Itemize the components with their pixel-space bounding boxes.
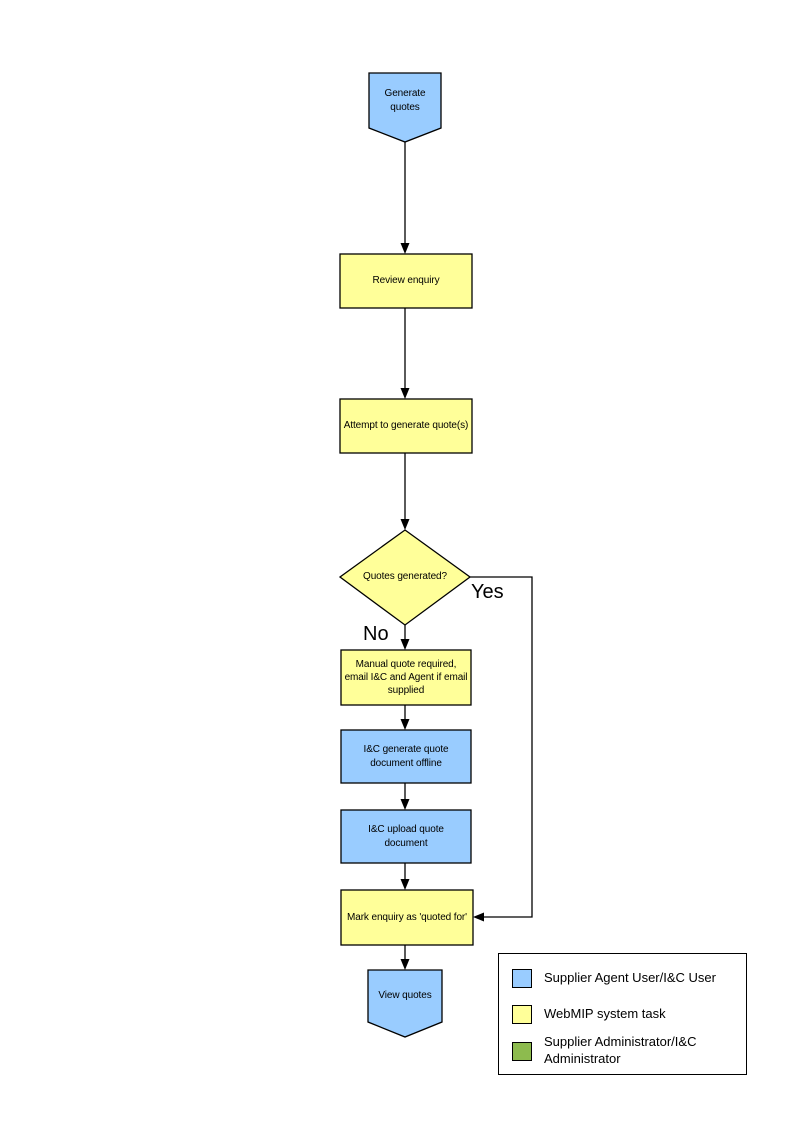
legend-swatch-agent-user-rect — [512, 968, 532, 988]
legend-box: Supplier Agent User/I&C User WebMIP syst… — [498, 953, 747, 1075]
node-mark-quoted-shape — [340, 889, 474, 946]
legend-label-agent-user: Supplier Agent User/I&C User — [544, 969, 716, 985]
node-end-label: View quotes — [378, 990, 432, 1002]
legend-swatch-system-task — [512, 1004, 532, 1024]
node-review-enquiry-label: Review enquiry — [372, 275, 440, 287]
legend-swatch-administrator — [512, 1041, 532, 1061]
legend-swatch-system-task-rect — [512, 1004, 532, 1024]
node-ic-generate-offline-label: I&C generate quote document offline — [363, 744, 449, 769]
legend-row-agent-user: Supplier Agent User/I&C User — [512, 962, 741, 994]
edge-decision-yes-to-mark — [468, 576, 533, 918]
arrowhead-into-manual — [400, 639, 410, 650]
arrowhead-into-icgenerate — [400, 719, 410, 730]
node-attempt-generate-label: Attempt to generate quote(s) — [343, 420, 469, 432]
arrowhead-into-decision — [400, 519, 410, 530]
arrowhead-into-icupload — [400, 799, 410, 810]
arrowhead-into-attempt — [400, 388, 410, 399]
node-quotes-generated-shape — [338, 529, 472, 626]
arrowhead-into-review — [400, 243, 410, 254]
node-ic-upload-label: I&C upload quote document — [368, 824, 444, 849]
node-ic-generate-offline-shape — [340, 729, 472, 784]
legend-label-system-task: WebMIP system task — [544, 1005, 666, 1021]
branch-yes-label: Yes — [471, 581, 504, 603]
node-ic-upload-shape — [340, 809, 472, 864]
branch-no-label: No — [363, 623, 389, 645]
node-manual-quote-label: Manual quote required, email I&C and Age… — [344, 658, 468, 697]
legend-swatch-agent-user — [512, 968, 532, 988]
arrowhead-yes-into-mark — [473, 912, 484, 922]
node-attempt-generate-shape — [339, 398, 473, 454]
node-start-label: Generate quotes — [384, 88, 426, 113]
node-end-shape — [367, 969, 443, 1038]
arrowhead-into-mark — [400, 879, 410, 890]
node-manual-quote-shape — [340, 649, 472, 706]
arrowhead-into-end — [400, 959, 410, 970]
node-quotes-generated-label: Quotes generated? — [363, 571, 447, 583]
legend-swatch-administrator-rect — [512, 1041, 532, 1061]
legend-row-administrator: Supplier Administrator/I&C Administrator — [512, 1030, 741, 1072]
node-mark-quoted-label: Mark enquiry as 'quoted for' — [347, 911, 467, 923]
node-start-shape — [368, 72, 442, 143]
legend-row-system-task: WebMIP system task — [512, 998, 741, 1030]
legend-label-administrator: Supplier Administrator/I&C Administrator — [544, 1034, 697, 1066]
node-review-enquiry-shape — [339, 253, 473, 309]
